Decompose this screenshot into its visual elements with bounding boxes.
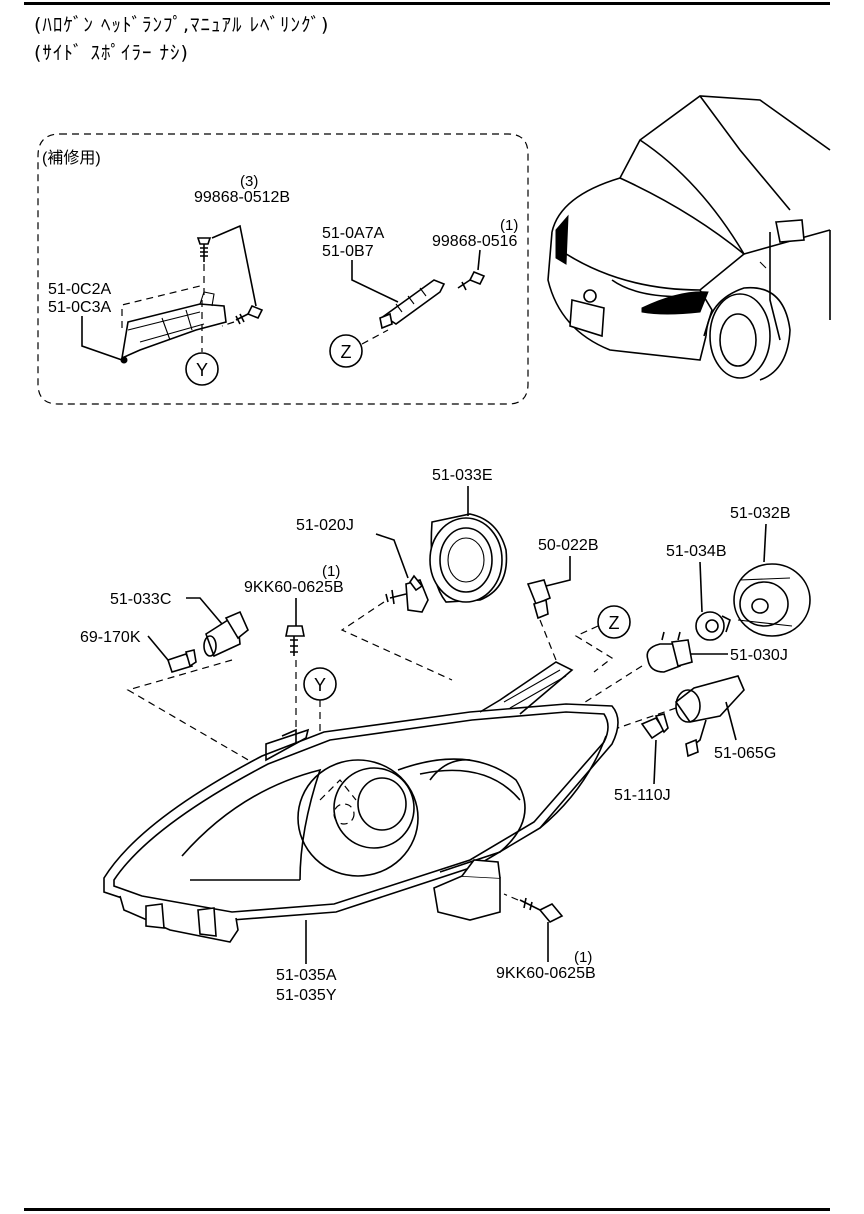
part-number-screw-top: 99868-0512B bbox=[194, 189, 290, 206]
part-number-screw-clip: 99868-0516 bbox=[432, 233, 518, 250]
headlamp-bracket-drawing bbox=[120, 285, 227, 364]
ring-drawing bbox=[695, 611, 731, 641]
leader-socket-harness bbox=[725, 701, 737, 741]
marker-y-main-label: Y bbox=[314, 675, 326, 695]
bolt-bottom-drawing bbox=[519, 897, 564, 923]
top-rule bbox=[24, 2, 830, 5]
marker-y-inset bbox=[185, 352, 219, 386]
leader-bulb-main-dash bbox=[559, 665, 643, 719]
leader-screw-clip bbox=[477, 249, 481, 271]
part-number-bolt-top: 9KK60-0625B bbox=[244, 579, 344, 596]
bottom-rule bbox=[24, 1208, 830, 1211]
clip-rear-drawing bbox=[526, 579, 551, 620]
service-parts-inset-border bbox=[37, 133, 529, 405]
part-number-bracket-b: 51-0C3A bbox=[48, 299, 111, 316]
wedge-bulb-drawing bbox=[166, 649, 197, 673]
part-number-housing-y: 51-035Y bbox=[276, 987, 337, 1004]
marker-z-main-label: Z bbox=[609, 613, 620, 633]
screw-clip-drawing bbox=[457, 270, 486, 291]
service-parts-label: (補修用) bbox=[42, 149, 101, 167]
part-number-bulb-small: 51-110J bbox=[614, 787, 671, 804]
leader-clip bbox=[351, 260, 399, 303]
part-number-wedge-bulb: 69-170K bbox=[80, 629, 141, 646]
part-number-clip-rear: 50-022B bbox=[538, 537, 599, 554]
qty-bolt-bottom: (1) bbox=[574, 949, 592, 966]
leader-wedge-dash bbox=[126, 659, 263, 769]
part-number-clip-a: 51-0A7A bbox=[322, 225, 385, 242]
leader-z-main bbox=[574, 625, 614, 673]
part-number-bulb-main: 51-030J bbox=[730, 647, 788, 664]
part-number-socket: 51-033C bbox=[110, 591, 171, 608]
marker-z-inset bbox=[329, 334, 363, 368]
diagram-heading-line1: (ﾊﾛｹﾞﾝ ﾍｯﾄﾞﾗﾝﾌﾟ,ﾏﾆｭｱﾙ ﾚﾍﾞﾘﾝｸﾞ) bbox=[34, 14, 330, 36]
marker-y-inset-label: Y bbox=[196, 360, 208, 380]
leader-bulb-small bbox=[653, 739, 657, 785]
marker-z-inset-label: Z bbox=[341, 342, 352, 362]
leader-z-inset bbox=[361, 329, 389, 345]
leader-clip-rear-dash bbox=[539, 619, 557, 661]
vehicle-location-illustration bbox=[547, 95, 831, 381]
leader-bulb-h-dash bbox=[340, 601, 453, 681]
bulb-h-drawing bbox=[385, 574, 429, 613]
diagram-heading-line2: (ｻｲﾄﾞ ｽﾎﾟｲﾗｰ ﾅｼ) bbox=[34, 42, 189, 64]
leader-bolt-bottom-dash bbox=[503, 893, 519, 901]
socket-drawing bbox=[203, 610, 249, 658]
leader-clip-rear bbox=[545, 556, 571, 587]
part-number-housing-a: 51-035A bbox=[276, 967, 337, 984]
lens-cap-drawing bbox=[429, 513, 508, 603]
part-number-rear-cap: 51-032B bbox=[730, 505, 791, 522]
part-number-lens-cap: 51-033E bbox=[432, 467, 493, 484]
qty-screw-clip: (1) bbox=[500, 217, 518, 234]
marker-z-main bbox=[597, 605, 631, 639]
bulb-small-drawing bbox=[640, 713, 669, 740]
socket-harness-drawing bbox=[674, 675, 745, 758]
leader-bracket bbox=[81, 316, 123, 361]
headlamp-housing-drawing bbox=[103, 661, 619, 943]
bulb-main-drawing bbox=[646, 631, 693, 673]
part-number-socket-harness: 51-065G bbox=[714, 745, 776, 762]
rear-cap-drawing bbox=[733, 563, 811, 637]
part-number-bracket-a: 51-0C2A bbox=[48, 281, 111, 298]
part-number-clip-b: 51-0B7 bbox=[322, 243, 374, 260]
leader-wedge-bulb bbox=[147, 635, 169, 661]
clip-drawing bbox=[379, 279, 446, 330]
leader-ring bbox=[699, 561, 703, 613]
screw-side-drawing bbox=[221, 304, 264, 327]
screw-top-drawing bbox=[196, 237, 212, 296]
part-number-bolt-bottom: 9KK60-0625B bbox=[496, 965, 596, 982]
part-number-bulb-h: 51-020J bbox=[296, 517, 354, 534]
qty-screw-top: (3) bbox=[240, 173, 258, 190]
leader-screw-top bbox=[211, 224, 257, 307]
bolt-top-drawing bbox=[285, 625, 305, 656]
qty-bolt-top: (1) bbox=[322, 563, 340, 580]
part-number-ring: 51-034B bbox=[666, 543, 727, 560]
leader-socket bbox=[186, 597, 223, 625]
leader-bulb-h bbox=[375, 533, 409, 579]
leader-rear-cap bbox=[763, 523, 767, 563]
